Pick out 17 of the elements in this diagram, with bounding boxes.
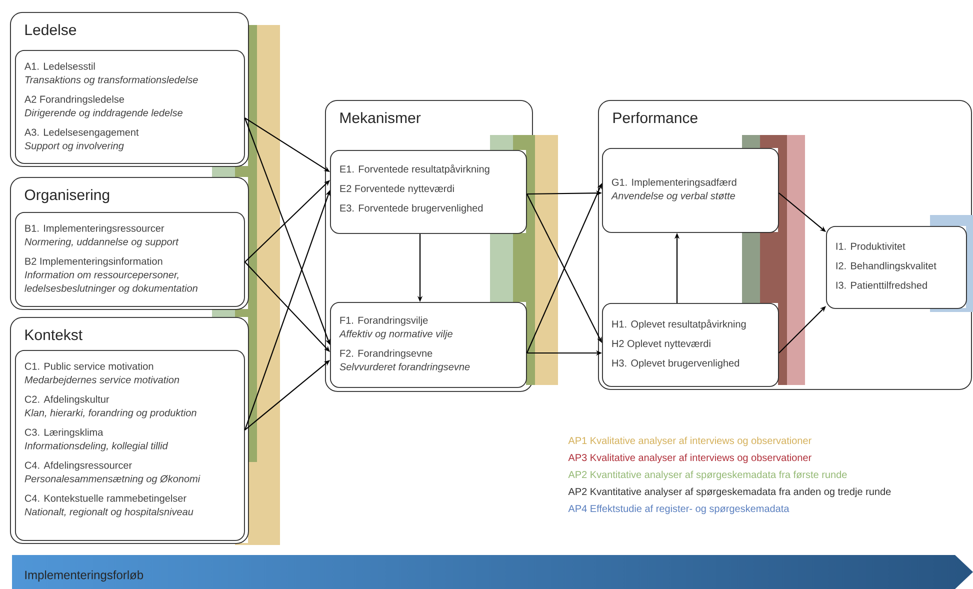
text-box: C1. Public service motivation Medarbejdernes service motivation C2. Afdelingskultur Klan, hierarki, forandring og produktion C3. Læringsklima Informationsdeling, kollegial tillid C4. Afdelingsressourcer Personalesammensætning og Økonomi C4. Kontekstuelle rammebetingelser Nationalt, regionalt og hospitalsniveau xyxy=(15,350,245,541)
timeline-arrow: Implementeringsforløb xyxy=(25,570,144,582)
text-box: F1. Forandringsvilje Affektiv og normative vilje F2. Forandringsevne Selvvurderet forandringsevne xyxy=(330,302,527,388)
text-box: A1. Ledelsesstil Transaktions og transformationsledelse A2 Forandringsledelse Dirigerende og inddragende ledelse A3. Ledelsesengagement Support og involvering xyxy=(15,50,245,164)
arrow xyxy=(244,262,330,352)
text-box: E1. Forventede resultatpåvirkning E2 Forventede nytteværdi E3. Forventede brugervenlighed xyxy=(330,150,527,234)
arrow xyxy=(244,180,330,262)
text-box: G1. Implementeringsadfærd Anvendelse og verbal støtte xyxy=(602,148,779,233)
text-box: H1. Oplevet resultatpåvirkning H2 Oplevet nytteværdi H3. Oplevet brugervenlighed xyxy=(602,303,779,387)
arrow xyxy=(778,306,826,354)
legend-entry: AP2 Kvantitative analyser af spørgeskemadata fra anden og tredje runde xyxy=(568,488,891,498)
text-box: I1. Produktivitet I2. Behandlingskvalitet I3. Patienttilfredshed xyxy=(826,226,967,309)
legend-entry: AP3 Kvalitative analyser af interviews og observationer xyxy=(568,454,812,464)
legend-entry: AP2 Kvantitative analyser af spørgeskemadata fra første runde xyxy=(568,470,847,480)
legend-entry: AP1 Kvalitative analyser af interviews og observationer xyxy=(568,436,812,446)
legend-entry: AP4 Effektstudie af register- og spørgeskemadata xyxy=(568,504,790,514)
text-box: B1. Implementeringsressourcer Normering, uddannelse og support B2 Implementeringsinformation Information om ressourcepersoner, ledelsesbeslutninger og dokumentation xyxy=(15,212,245,307)
